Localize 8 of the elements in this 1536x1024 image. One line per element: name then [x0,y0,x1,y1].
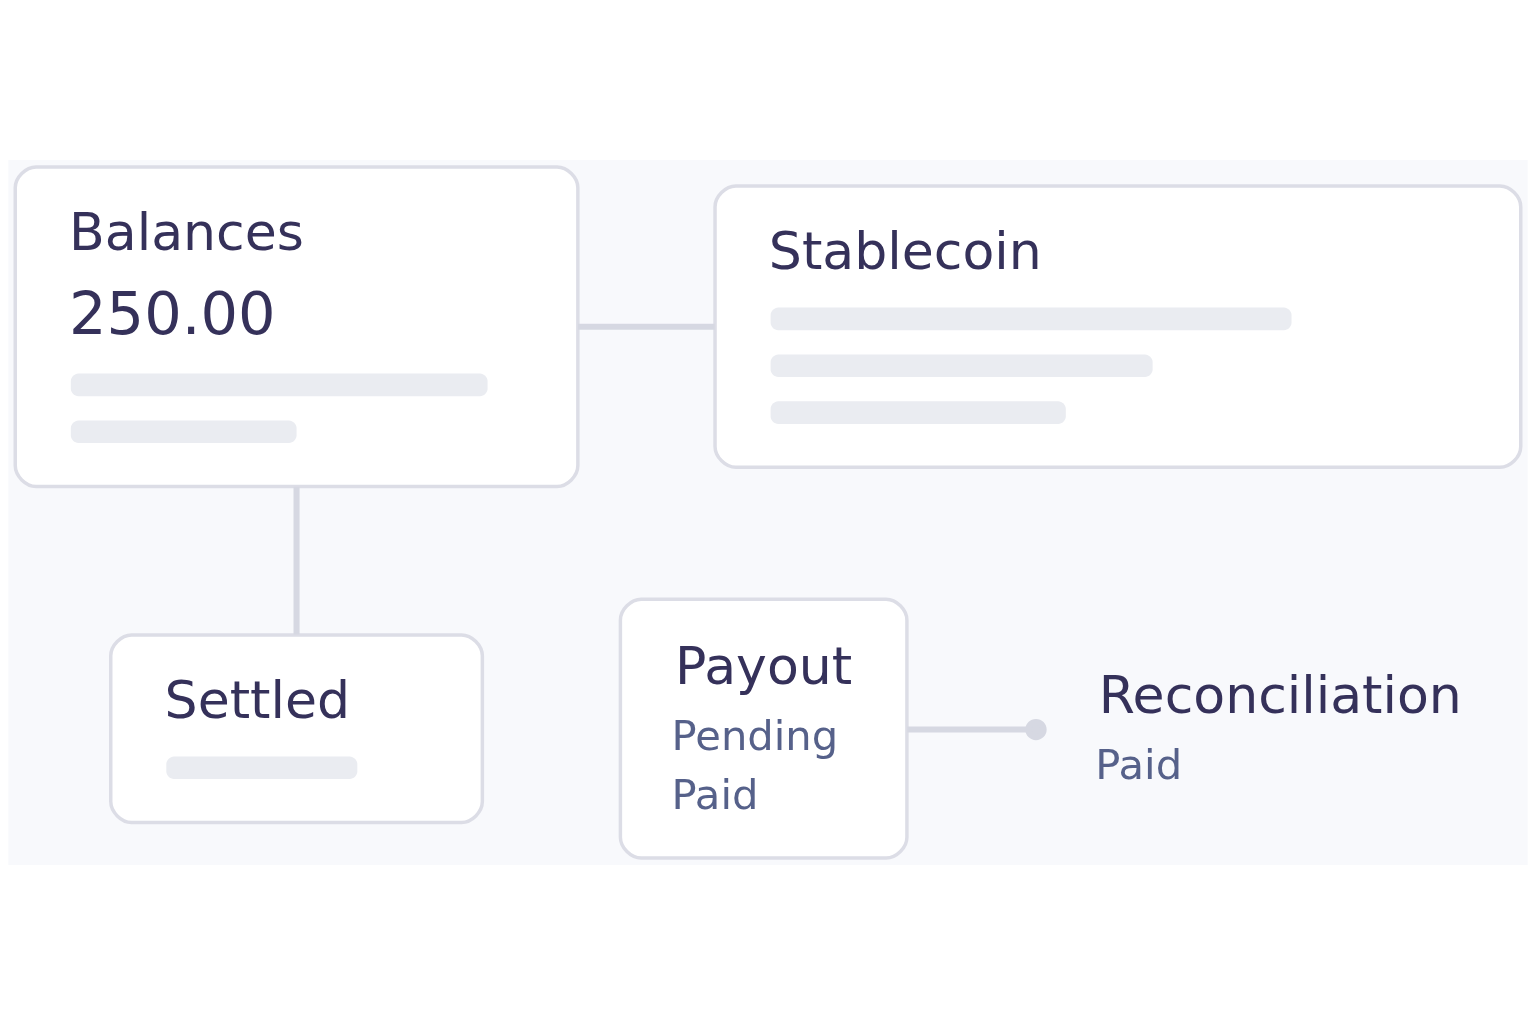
connector [293,486,300,635]
connector [578,323,715,330]
node-box: Payout Pending Paid [618,597,909,860]
node-box: Settled [109,632,485,824]
connector [907,718,1047,740]
node-text: Reconciliation Paid [1095,664,1462,789]
node-box: Stablecoin [713,183,1523,469]
node-box: Balances 250.00 [13,164,580,488]
